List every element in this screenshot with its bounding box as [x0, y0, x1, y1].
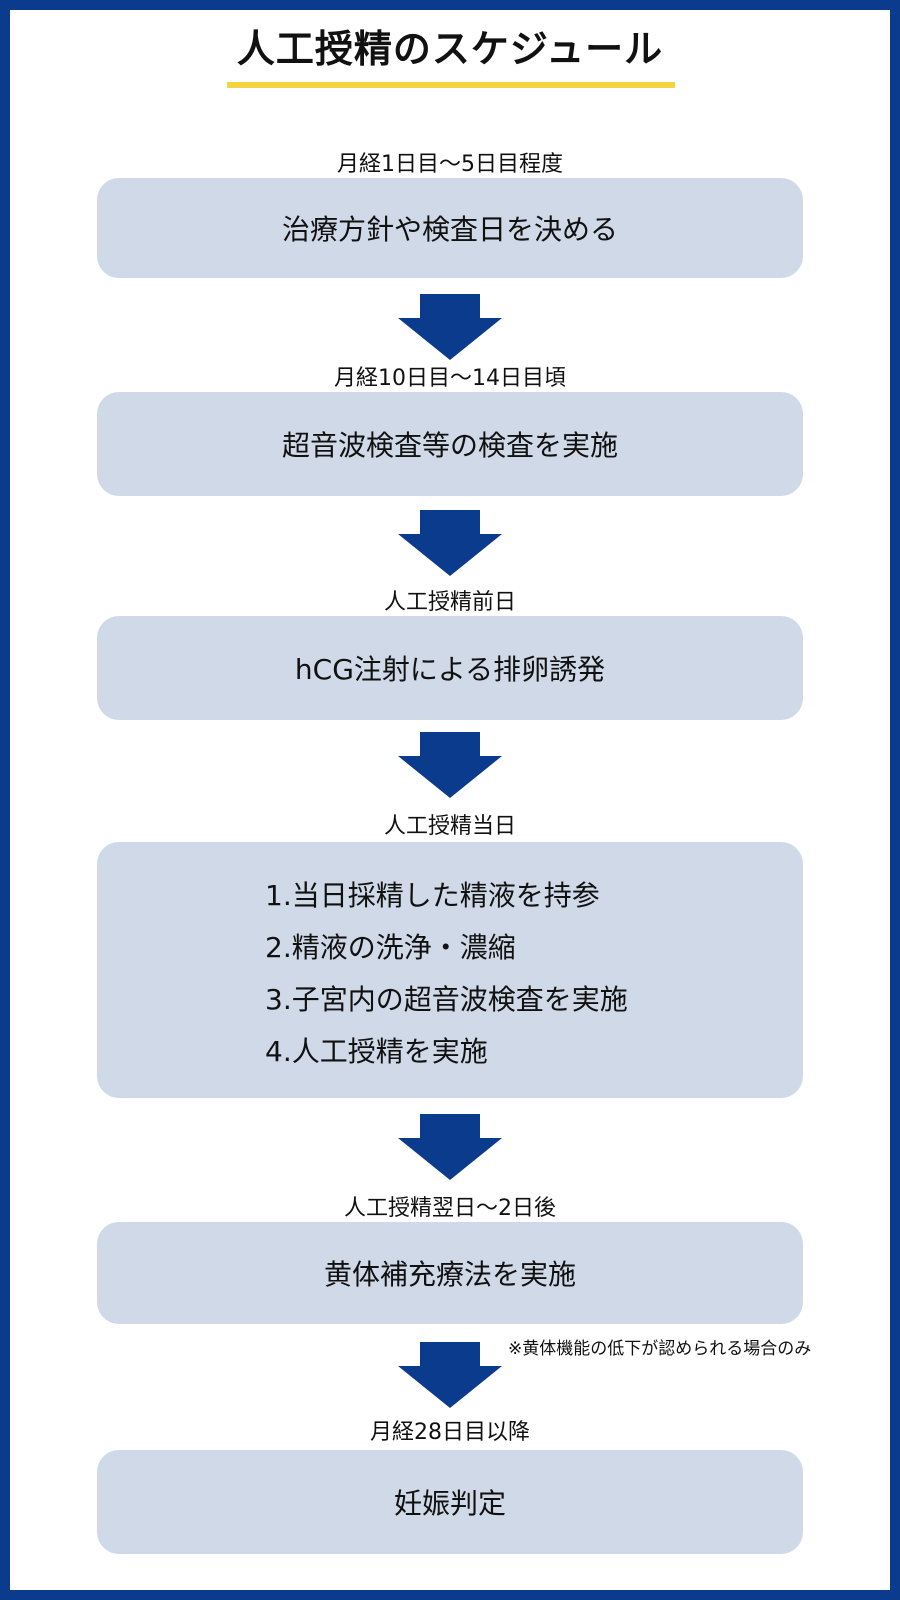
step-4-box: 1.当日採精した精液を持参 2.精液の洗浄・濃縮 3.子宮内の超音波検査を実施 … [97, 842, 803, 1098]
step-3-box: hCG注射による排卵誘発 [97, 616, 803, 720]
step-5-box: 黄体補充療法を実施 [97, 1222, 803, 1324]
step-4-item: 3.子宮内の超音波検査を実施 [265, 983, 628, 1016]
step-4-timing: 人工授精当日 [383, 814, 516, 839]
step-2-content: 超音波検査等の検査を実施 [281, 429, 618, 462]
step-5-timing: 人工授精翌日〜2日後 [344, 1196, 556, 1221]
step-4-item: 2.精液の洗浄・濃縮 [265, 931, 516, 964]
down-arrow-icon [398, 510, 502, 576]
down-arrow-icon [398, 294, 502, 360]
step-2-box: 超音波検査等の検査を実施 [97, 392, 803, 496]
step-1-timing: 月経1日目〜5日目程度 [337, 152, 563, 177]
page-title: 人工授精のスケジュール [236, 27, 664, 71]
step-1-content: 治療方針や検査日を決める [281, 213, 618, 246]
title-underline [227, 82, 675, 88]
step-4-list: 1.当日採精した精液を持参 2.精液の洗浄・濃縮 3.子宮内の超音波検査を実施 … [265, 870, 628, 1078]
down-arrow-icon [398, 1114, 502, 1180]
down-arrow-icon [398, 1342, 502, 1408]
down-arrow-icon [398, 732, 502, 798]
step-4-item: 1.当日採精した精液を持参 [265, 879, 600, 912]
step-3-timing: 人工授精前日 [383, 590, 516, 615]
step-3-content: hCG注射による排卵誘発 [294, 653, 606, 686]
step-2-timing: 月経10日目〜14日目頃 [334, 366, 566, 391]
step-5-note: ※黄体機能の低下が認められる場合のみ [508, 1339, 812, 1359]
step-6-box: 妊娠判定 [97, 1450, 803, 1554]
step-5-content: 黄体補充療法を実施 [323, 1258, 576, 1291]
step-6-timing: 月経28日目以降 [370, 1420, 530, 1445]
step-1-box: 治療方針や検査日を決める [97, 178, 803, 278]
step-6-content: 妊娠判定 [393, 1487, 506, 1520]
step-4-item: 4.人工授精を実施 [265, 1035, 488, 1068]
